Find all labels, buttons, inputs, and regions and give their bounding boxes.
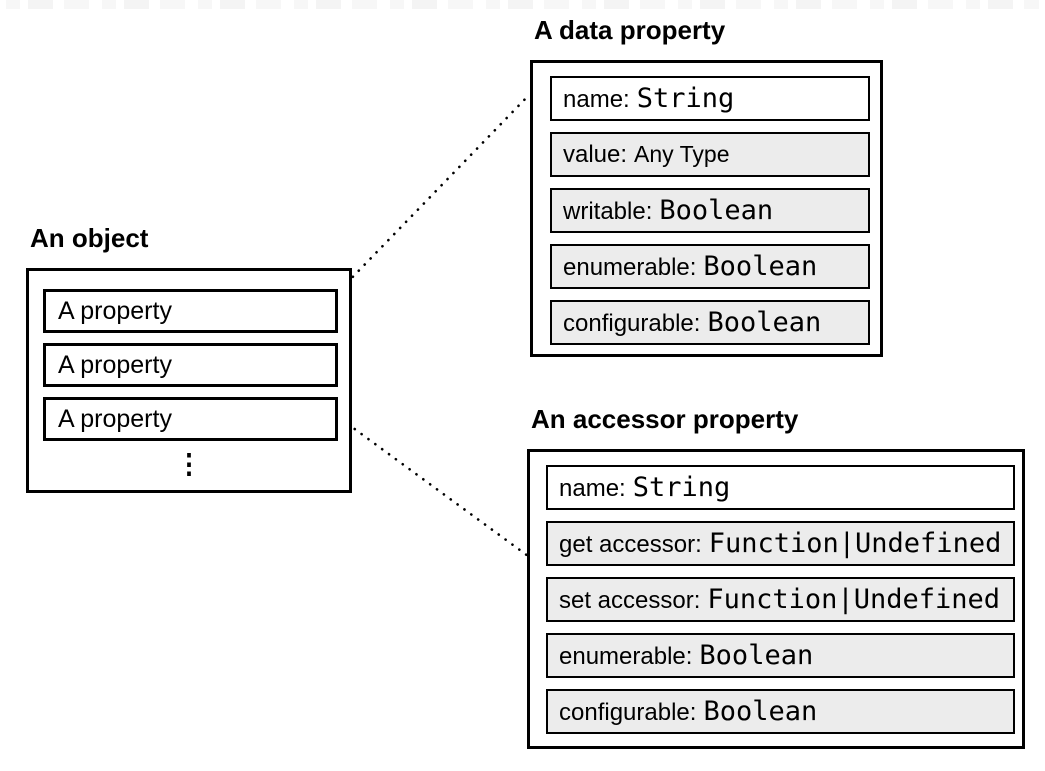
top-artifact-band bbox=[6, 0, 1039, 9]
accessor-property-panel: An accessor property name:String get acc… bbox=[527, 405, 1025, 749]
field-row-name: name:String bbox=[546, 465, 1015, 510]
field-type: String bbox=[636, 83, 735, 114]
field-type: Boolean bbox=[659, 195, 774, 226]
field-label: get accessor: bbox=[559, 531, 702, 558]
field-label: enumerable: bbox=[563, 254, 697, 281]
more-properties-ellipsis: ⋮ bbox=[175, 449, 203, 479]
connector-object-to-accessor-property bbox=[339, 417, 530, 558]
field-row-value: value:Any Type bbox=[550, 132, 870, 177]
accessor-property-box: name:String get accessor:Function|Undefi… bbox=[527, 449, 1025, 749]
data-property-box: name:String value:Any Type writable:Bool… bbox=[530, 60, 883, 357]
data-property-title: A data property bbox=[534, 15, 726, 45]
field-row-name: name:String bbox=[550, 76, 870, 121]
object-property-row: A property bbox=[43, 343, 338, 387]
object-property-label: A property bbox=[58, 351, 172, 379]
field-row-enumerable: enumerable:Boolean bbox=[550, 244, 870, 289]
field-label: name: bbox=[563, 86, 630, 113]
field-row-set-accessor: set accessor:Function|Undefined bbox=[546, 577, 1015, 622]
field-row-enumerable: enumerable:Boolean bbox=[546, 633, 1015, 678]
field-type: Boolean bbox=[703, 251, 818, 282]
field-type: Boolean bbox=[707, 307, 822, 338]
object-property-label: A property bbox=[58, 297, 172, 325]
field-label: configurable: bbox=[563, 310, 701, 337]
field-row-configurable: configurable:Boolean bbox=[550, 300, 870, 345]
object-title: An object bbox=[30, 223, 149, 253]
accessor-property-title: An accessor property bbox=[531, 404, 799, 434]
field-type: Boolean bbox=[703, 696, 818, 727]
field-row-get-accessor: get accessor:Function|Undefined bbox=[546, 521, 1015, 566]
object-property-row: A property bbox=[43, 289, 338, 333]
field-label: value: bbox=[563, 141, 628, 168]
field-label: enumerable: bbox=[559, 643, 693, 670]
field-type: Function|Undefined bbox=[708, 528, 1002, 559]
field-type: Boolean bbox=[699, 640, 814, 671]
field-type: Any Type bbox=[634, 141, 730, 167]
field-row-writable: writable:Boolean bbox=[550, 188, 870, 233]
object-property-row: A property bbox=[43, 397, 338, 441]
object-box: A property A property A property ⋮ bbox=[26, 268, 352, 493]
field-row-configurable: configurable:Boolean bbox=[546, 689, 1015, 734]
field-type: Function|Undefined bbox=[707, 584, 1000, 615]
object-panel: An object A property A property A proper… bbox=[26, 224, 352, 493]
object-property-label: A property bbox=[58, 405, 172, 433]
field-label: set accessor: bbox=[559, 587, 701, 614]
field-label: writable: bbox=[563, 198, 653, 225]
data-property-panel: A data property name:String value:Any Ty… bbox=[530, 16, 883, 357]
field-label: configurable: bbox=[559, 699, 697, 726]
field-label: name: bbox=[559, 475, 626, 502]
field-type: String bbox=[632, 472, 731, 503]
connector-object-to-data-property bbox=[339, 93, 531, 291]
